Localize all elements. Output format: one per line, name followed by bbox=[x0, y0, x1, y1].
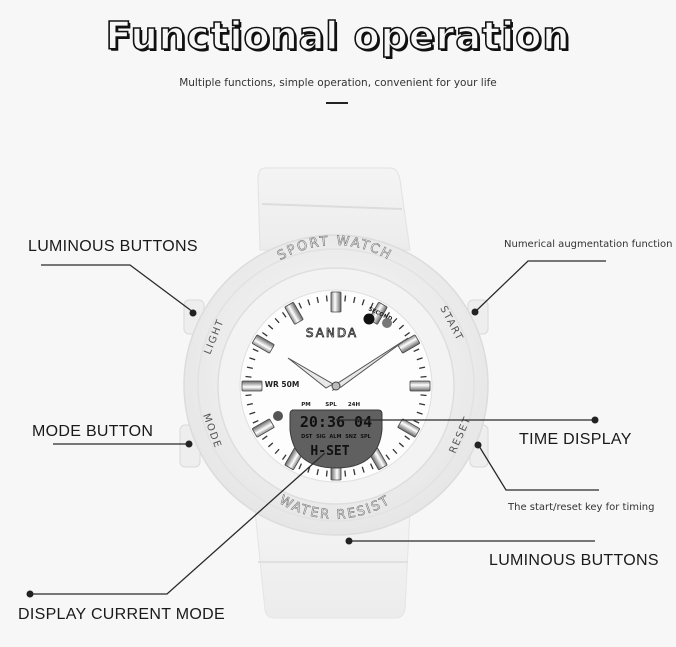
second-indicator-dot bbox=[363, 313, 375, 325]
indicator-24h: 24H bbox=[348, 402, 361, 408]
hour-markers bbox=[241, 291, 431, 481]
callout-display-current-mode: DISPLAY CURRENT MODE bbox=[18, 606, 225, 623]
brand-logo: SANDA bbox=[306, 326, 358, 340]
indicator-pm: PM bbox=[301, 402, 311, 408]
light-indicator-dot bbox=[273, 411, 283, 421]
callout-luminous-buttons-bottom: LUMINOUS BUTTONS bbox=[489, 552, 659, 569]
water-rating: WR 50M bbox=[265, 380, 300, 389]
page-subtitle: Multiple functions, simple operation, co… bbox=[179, 77, 497, 89]
callout-start-reset: The start/reset key for timing bbox=[508, 502, 655, 513]
page-title: Functional operation bbox=[105, 13, 571, 59]
callout-time-display: TIME DISPLAY bbox=[519, 431, 632, 448]
second-indicator-dot-grey bbox=[382, 318, 392, 328]
lcd-flags: DST SIG ALM SNZ SPL bbox=[301, 434, 371, 440]
lcd-display bbox=[289, 409, 383, 469]
callout-mode-button: MODE BUTTON bbox=[32, 423, 154, 440]
indicator-spl: SPL bbox=[325, 402, 337, 408]
callout-luminous-buttons-top: LUMINOUS BUTTONS bbox=[28, 238, 198, 255]
minute-ticks bbox=[245, 295, 427, 477]
annotation-lines bbox=[26, 260, 606, 598]
callout-numerical-augmentation: Numerical augmentation function bbox=[504, 239, 673, 250]
lcd-mode: H-SET bbox=[310, 444, 349, 459]
subtitle-divider bbox=[326, 102, 348, 104]
lcd-time: 20:36 04 bbox=[300, 413, 372, 431]
